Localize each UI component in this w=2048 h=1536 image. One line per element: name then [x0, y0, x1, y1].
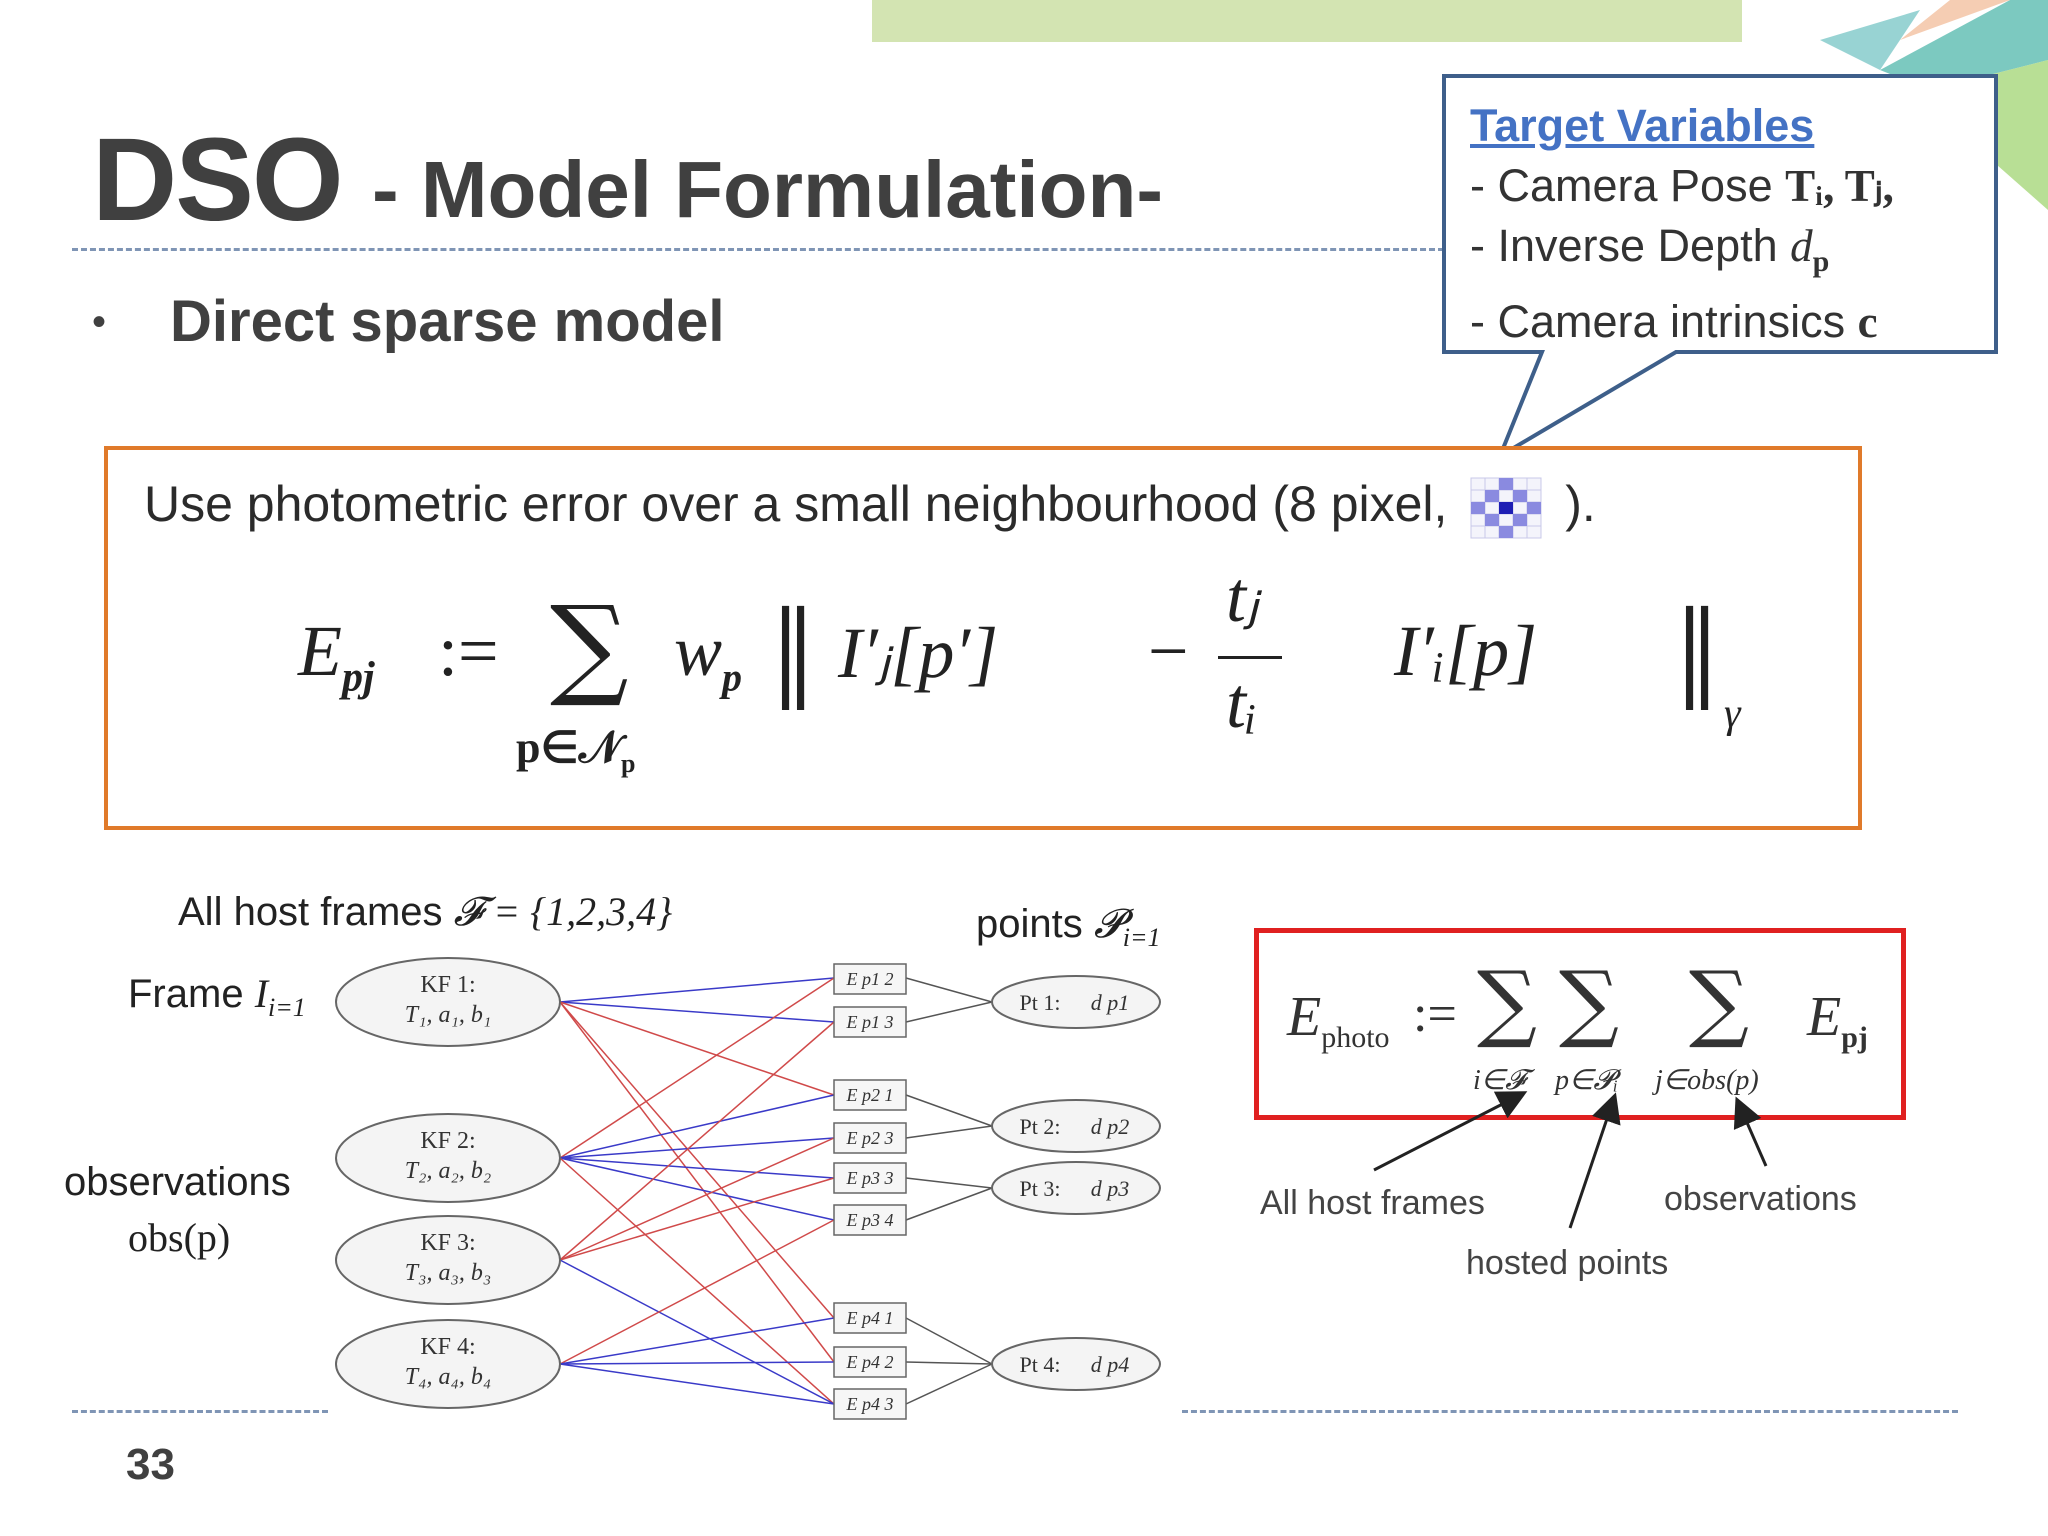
eq-frac-num: tⱼ: [1226, 557, 1259, 637]
factor-graph: KF 1: T₁, a₁, b₁ KF 2: T₂, a₂, b₂ KF 3: …: [335, 957, 1161, 1420]
callout-line-intrinsics: - Camera intrinsics c: [1470, 296, 1878, 347]
pixel-pattern-icon: [1470, 477, 1542, 539]
residual-box: E p1 2: [833, 963, 907, 995]
residual-box: E p1 3: [833, 1006, 907, 1038]
svg-text:Pt 1:: Pt 1:: [1020, 990, 1061, 1015]
svg-text:Pt 4:: Pt 4:: [1020, 1352, 1061, 1377]
ephoto-equation-box: Ephoto := ∑ ∑ ∑ Epj i∈𝓕 p∈𝓟ᵢ j∈obs(p): [1254, 928, 1906, 1120]
ephoto-rhs: Epj: [1807, 986, 1868, 1055]
eq-frac-den: tᵢ: [1226, 663, 1258, 743]
callout-content: Target Variables - Camera Pose Tᵢ, Tⱼ, -…: [1470, 96, 1894, 352]
svg-text:T₄, a₄, b₄: T₄, a₄, b₄: [405, 1364, 491, 1390]
svg-text:Pt 3:: Pt 3:: [1020, 1176, 1061, 1201]
footer-divider-right: [1182, 1410, 1958, 1413]
observations-math: obs(p): [128, 1215, 231, 1260]
svg-text:KF 1:: KF 1:: [420, 972, 475, 998]
svg-text:E p4 1: E p4 1: [846, 1308, 894, 1328]
points-label: points 𝓟i=1: [976, 901, 1161, 952]
eq-norm-sub: γ: [1724, 691, 1741, 737]
residual-box: E p4 3: [833, 1388, 907, 1420]
ephoto-sum-1: ∑: [1477, 953, 1537, 1051]
point-node: Pt 4: d p4: [991, 1337, 1161, 1391]
eq-assign: :=: [438, 611, 499, 691]
keyframe-node: KF 2: T₂, a₂, b₂: [335, 1113, 561, 1203]
residual-box: E p4 1: [833, 1302, 907, 1334]
residual-box: E p4 2: [833, 1346, 907, 1378]
norm-close: ‖: [1676, 577, 1719, 743]
norm-open: ‖: [772, 577, 815, 743]
annotation-hosted-points: hosted points: [1466, 1244, 1669, 1282]
residual-box: E p3 4: [833, 1204, 907, 1236]
callout-box: [1442, 74, 1998, 461]
ephoto-sum3-under: j∈obs(p): [1655, 1065, 1759, 1096]
photometric-sentence: Use photometric error over a small neigh…: [144, 474, 1596, 542]
keyframe-node: KF 4: T₄, a₄, b₄: [335, 1319, 561, 1409]
sum-symbol: ∑: [550, 582, 629, 710]
point-node: Pt 2: d p2: [991, 1099, 1161, 1153]
annotation-all-host-frames: All host frames: [1260, 1184, 1485, 1222]
svg-text:T₂, a₂, b₂: T₂, a₂, b₂: [405, 1158, 491, 1184]
svg-text:E p1 3: E p1 3: [846, 1012, 894, 1032]
keyframe-node: KF 1: T₁, a₁, b₁: [335, 957, 561, 1047]
slide-title-sub: - Model Formulation-: [372, 145, 1164, 234]
svg-text:E p3 4: E p3 4: [846, 1210, 894, 1230]
svg-text:E p4 2: E p4 2: [846, 1352, 894, 1372]
svg-text:E p3 3: E p3 3: [846, 1168, 894, 1188]
bullet-icon: •: [92, 300, 107, 344]
ephoto-sum-3: ∑: [1689, 953, 1749, 1051]
callout-line-pose: - Camera Pose Tᵢ, Tⱼ,: [1470, 160, 1894, 211]
residual-box: E p3 3: [833, 1162, 907, 1194]
svg-text:KF 3:: KF 3:: [420, 1230, 475, 1256]
svg-text:Pt 2:: Pt 2:: [1020, 1114, 1061, 1139]
point-node: Pt 1: d p1: [991, 975, 1161, 1029]
eq-minus: −: [1148, 611, 1189, 691]
ephoto-lhs: Ephoto: [1287, 986, 1390, 1055]
svg-text:E p4 3: E p4 3: [846, 1394, 894, 1414]
svg-text:T₁, a₁, b₁: T₁, a₁, b₁: [405, 1002, 491, 1028]
svg-text:KF 4:: KF 4:: [420, 1334, 475, 1360]
title-divider: [72, 248, 1444, 251]
svg-text:E p1 2: E p1 2: [846, 969, 894, 989]
observations-label: observations: [64, 1160, 291, 1204]
footer-divider-left: [72, 1410, 328, 1413]
svg-text:E p2 3: E p2 3: [846, 1128, 894, 1148]
page-number: 33: [126, 1440, 175, 1489]
svg-text:E p2 1: E p2 1: [846, 1085, 894, 1105]
frame-label: Frame Ii=1: [128, 971, 306, 1022]
eq-lhs: Epj: [298, 611, 375, 701]
eq-weight: wp: [674, 611, 743, 700]
annotation-observations: observations: [1664, 1180, 1857, 1218]
svg-text:d p1: d p1: [1091, 990, 1130, 1015]
eq-frac-bar: [1218, 656, 1282, 659]
ephoto-assign: :=: [1413, 986, 1457, 1043]
slide-title-main: DSO: [92, 114, 344, 246]
annotation-arrows: [1373, 1091, 1768, 1229]
photometric-error-box: Use photometric error over a small neigh…: [104, 446, 1862, 830]
residual-box: E p2 3: [833, 1122, 907, 1154]
ephoto-sum1-under: i∈𝓕: [1473, 1065, 1526, 1096]
ephoto-sum2-under: p∈𝓟ᵢ: [1555, 1065, 1619, 1096]
svg-text:KF 2:: KF 2:: [420, 1128, 475, 1154]
callout-line-depth: - Inverse Depth dp: [1470, 220, 1830, 278]
svg-text:d p4: d p4: [1091, 1352, 1130, 1377]
point-node: Pt 3: d p3: [991, 1161, 1161, 1215]
eq-term1: I′ⱼ[p′]: [838, 613, 999, 693]
svg-text:d p2: d p2: [1091, 1114, 1130, 1139]
residual-box: E p2 1: [833, 1079, 907, 1111]
eq-sum-under: p∈𝒩p: [516, 723, 636, 778]
callout-title: Target Variables: [1470, 100, 1815, 151]
bullet-text: Direct sparse model: [170, 289, 725, 354]
svg-text:T₃, a₃, b₃: T₃, a₃, b₃: [405, 1260, 491, 1286]
svg-text:d p3: d p3: [1091, 1176, 1130, 1201]
ephoto-sum-2: ∑: [1559, 953, 1619, 1051]
all-host-frames-label: All host frames 𝓕 = {1,2,3,4}: [178, 889, 673, 934]
eq-term2: I′ᵢ[p]: [1394, 611, 1538, 691]
keyframe-node: KF 3: T₃, a₃, b₃: [335, 1215, 561, 1305]
decorative-green-bar: [872, 0, 1742, 42]
